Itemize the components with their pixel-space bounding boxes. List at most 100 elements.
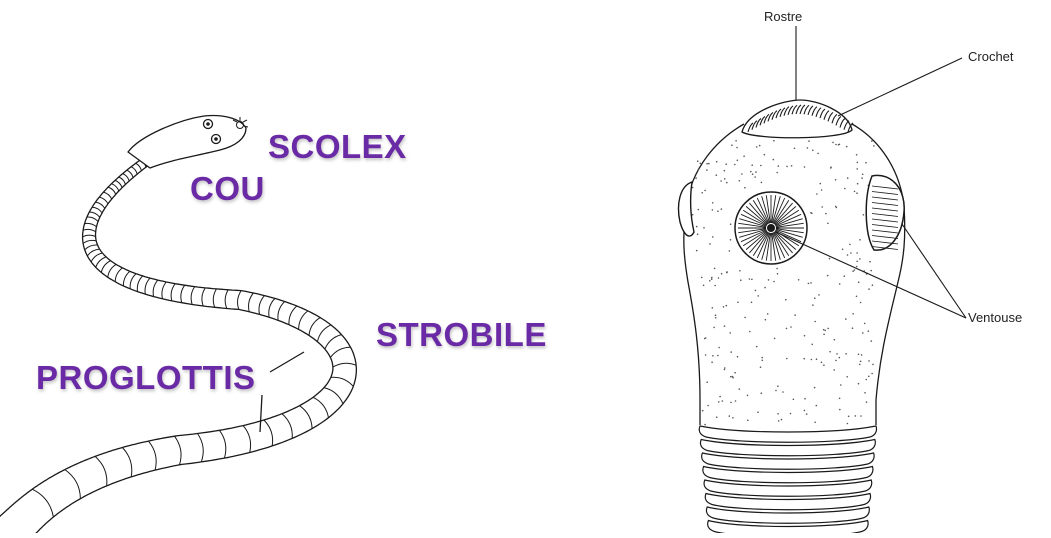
stipple-dot: [785, 299, 787, 301]
stipple-dot: [811, 212, 813, 214]
stipple-dot: [706, 169, 708, 171]
stipple-dot: [751, 279, 753, 281]
proglottid-segment: [65, 470, 81, 499]
sucker-side-left: [679, 182, 695, 236]
stipple-dot: [719, 396, 721, 398]
proglottid-segment: [83, 229, 96, 231]
stipple-dot: [736, 147, 738, 149]
proglottid-segment: [269, 298, 275, 317]
proglottid-segment: [92, 207, 102, 213]
stipple-dot: [776, 172, 778, 174]
stipple-dot: [860, 361, 862, 363]
stipple-dot: [827, 328, 829, 330]
stipple-dot: [706, 163, 708, 165]
proglottid-segment: [171, 284, 175, 301]
stipple-dot: [709, 280, 711, 282]
stipple-dot: [730, 223, 732, 225]
stipple-dot: [847, 254, 849, 256]
stipple-dot: [806, 413, 808, 415]
proglottid-segment: [202, 288, 205, 306]
stipple-dot: [734, 164, 736, 166]
stipple-dot: [856, 192, 858, 194]
proglottid-segment: [325, 335, 342, 350]
stipple-dot: [839, 144, 841, 146]
stipple-dot: [739, 270, 741, 272]
stipple-dot: [709, 243, 711, 245]
stipple-dot: [749, 331, 751, 333]
stipple-dot: [705, 337, 707, 339]
stipple-dot: [714, 268, 716, 270]
stipple-dot: [817, 153, 819, 155]
proglottid-segment: [101, 261, 110, 273]
stipple-dot: [798, 279, 800, 281]
stipple-dot: [818, 294, 820, 296]
stipple-dot: [845, 318, 847, 320]
stipple-dot: [861, 177, 863, 179]
stipple-dot: [760, 165, 762, 167]
stipple-dot: [839, 398, 841, 400]
stipple-dot: [823, 329, 825, 331]
stipple-dot: [730, 239, 732, 241]
stipple-dot: [839, 409, 841, 411]
stipple-dot: [750, 171, 752, 173]
stipple-dot: [757, 411, 759, 413]
stipple-dot: [739, 388, 741, 390]
proglottid-segment: [123, 174, 130, 181]
stipple-dot: [857, 162, 859, 164]
label-strobile: STROBILE: [376, 318, 547, 351]
stipple-dot: [786, 166, 788, 168]
stipple-dot: [858, 281, 860, 283]
stipple-dot: [761, 182, 763, 184]
stipple-dot: [744, 187, 746, 189]
scolex-stipple: [689, 140, 879, 426]
label-neck: COU: [190, 172, 265, 205]
stipple-dot: [715, 317, 717, 319]
stipple-dot: [697, 169, 699, 171]
stipple-dot: [744, 317, 746, 319]
proglottid-segment: [153, 280, 158, 297]
stipple-dot: [777, 273, 779, 275]
stipple-dot: [872, 284, 874, 286]
stipple-dot: [773, 281, 775, 283]
stipple-dot: [712, 236, 714, 238]
stipple-dot: [743, 155, 745, 157]
stipple-dot: [854, 269, 856, 271]
stipple-dot: [704, 190, 706, 192]
worm-edge-left: [0, 156, 333, 518]
stipple-dot: [868, 360, 870, 362]
stipple-dot: [707, 405, 709, 407]
stipple-dot: [764, 154, 766, 156]
stipple-dot: [714, 285, 716, 287]
stipple-dot: [715, 314, 717, 316]
proglottid-segment: [122, 448, 131, 477]
stipple-dot: [701, 192, 703, 194]
stipple-dot: [821, 189, 823, 191]
stipple-dot: [777, 385, 779, 387]
proglottid-segment: [148, 441, 156, 470]
proglottid-segment: [96, 202, 105, 208]
stipple-dot: [722, 400, 724, 402]
proglottid-segment: [108, 187, 116, 194]
neck-ring: [699, 426, 876, 442]
proglottid-segment: [313, 397, 328, 417]
stipple-dot: [777, 413, 779, 415]
stipple-dot: [866, 379, 868, 381]
stipple-dot: [732, 377, 734, 379]
stipple-dot: [732, 417, 734, 419]
stipple-dot: [869, 261, 871, 263]
stipple-dot: [854, 191, 856, 193]
stipple-dot: [823, 364, 825, 366]
stipple-dot: [858, 354, 860, 356]
proglottid-segment: [264, 420, 273, 446]
proglottid-segment: [104, 192, 112, 199]
stipple-dot: [855, 415, 857, 417]
stipple-dot: [816, 405, 818, 407]
stipple-dot: [790, 413, 792, 415]
proglottid-segment: [324, 388, 343, 404]
proglottid-segment: [243, 426, 251, 453]
stipple-dot: [839, 357, 841, 359]
stipple-dot: [778, 420, 780, 422]
stipple-dot: [697, 233, 699, 235]
proglottid-segment: [219, 430, 225, 458]
proglottid-segment: [249, 293, 254, 312]
